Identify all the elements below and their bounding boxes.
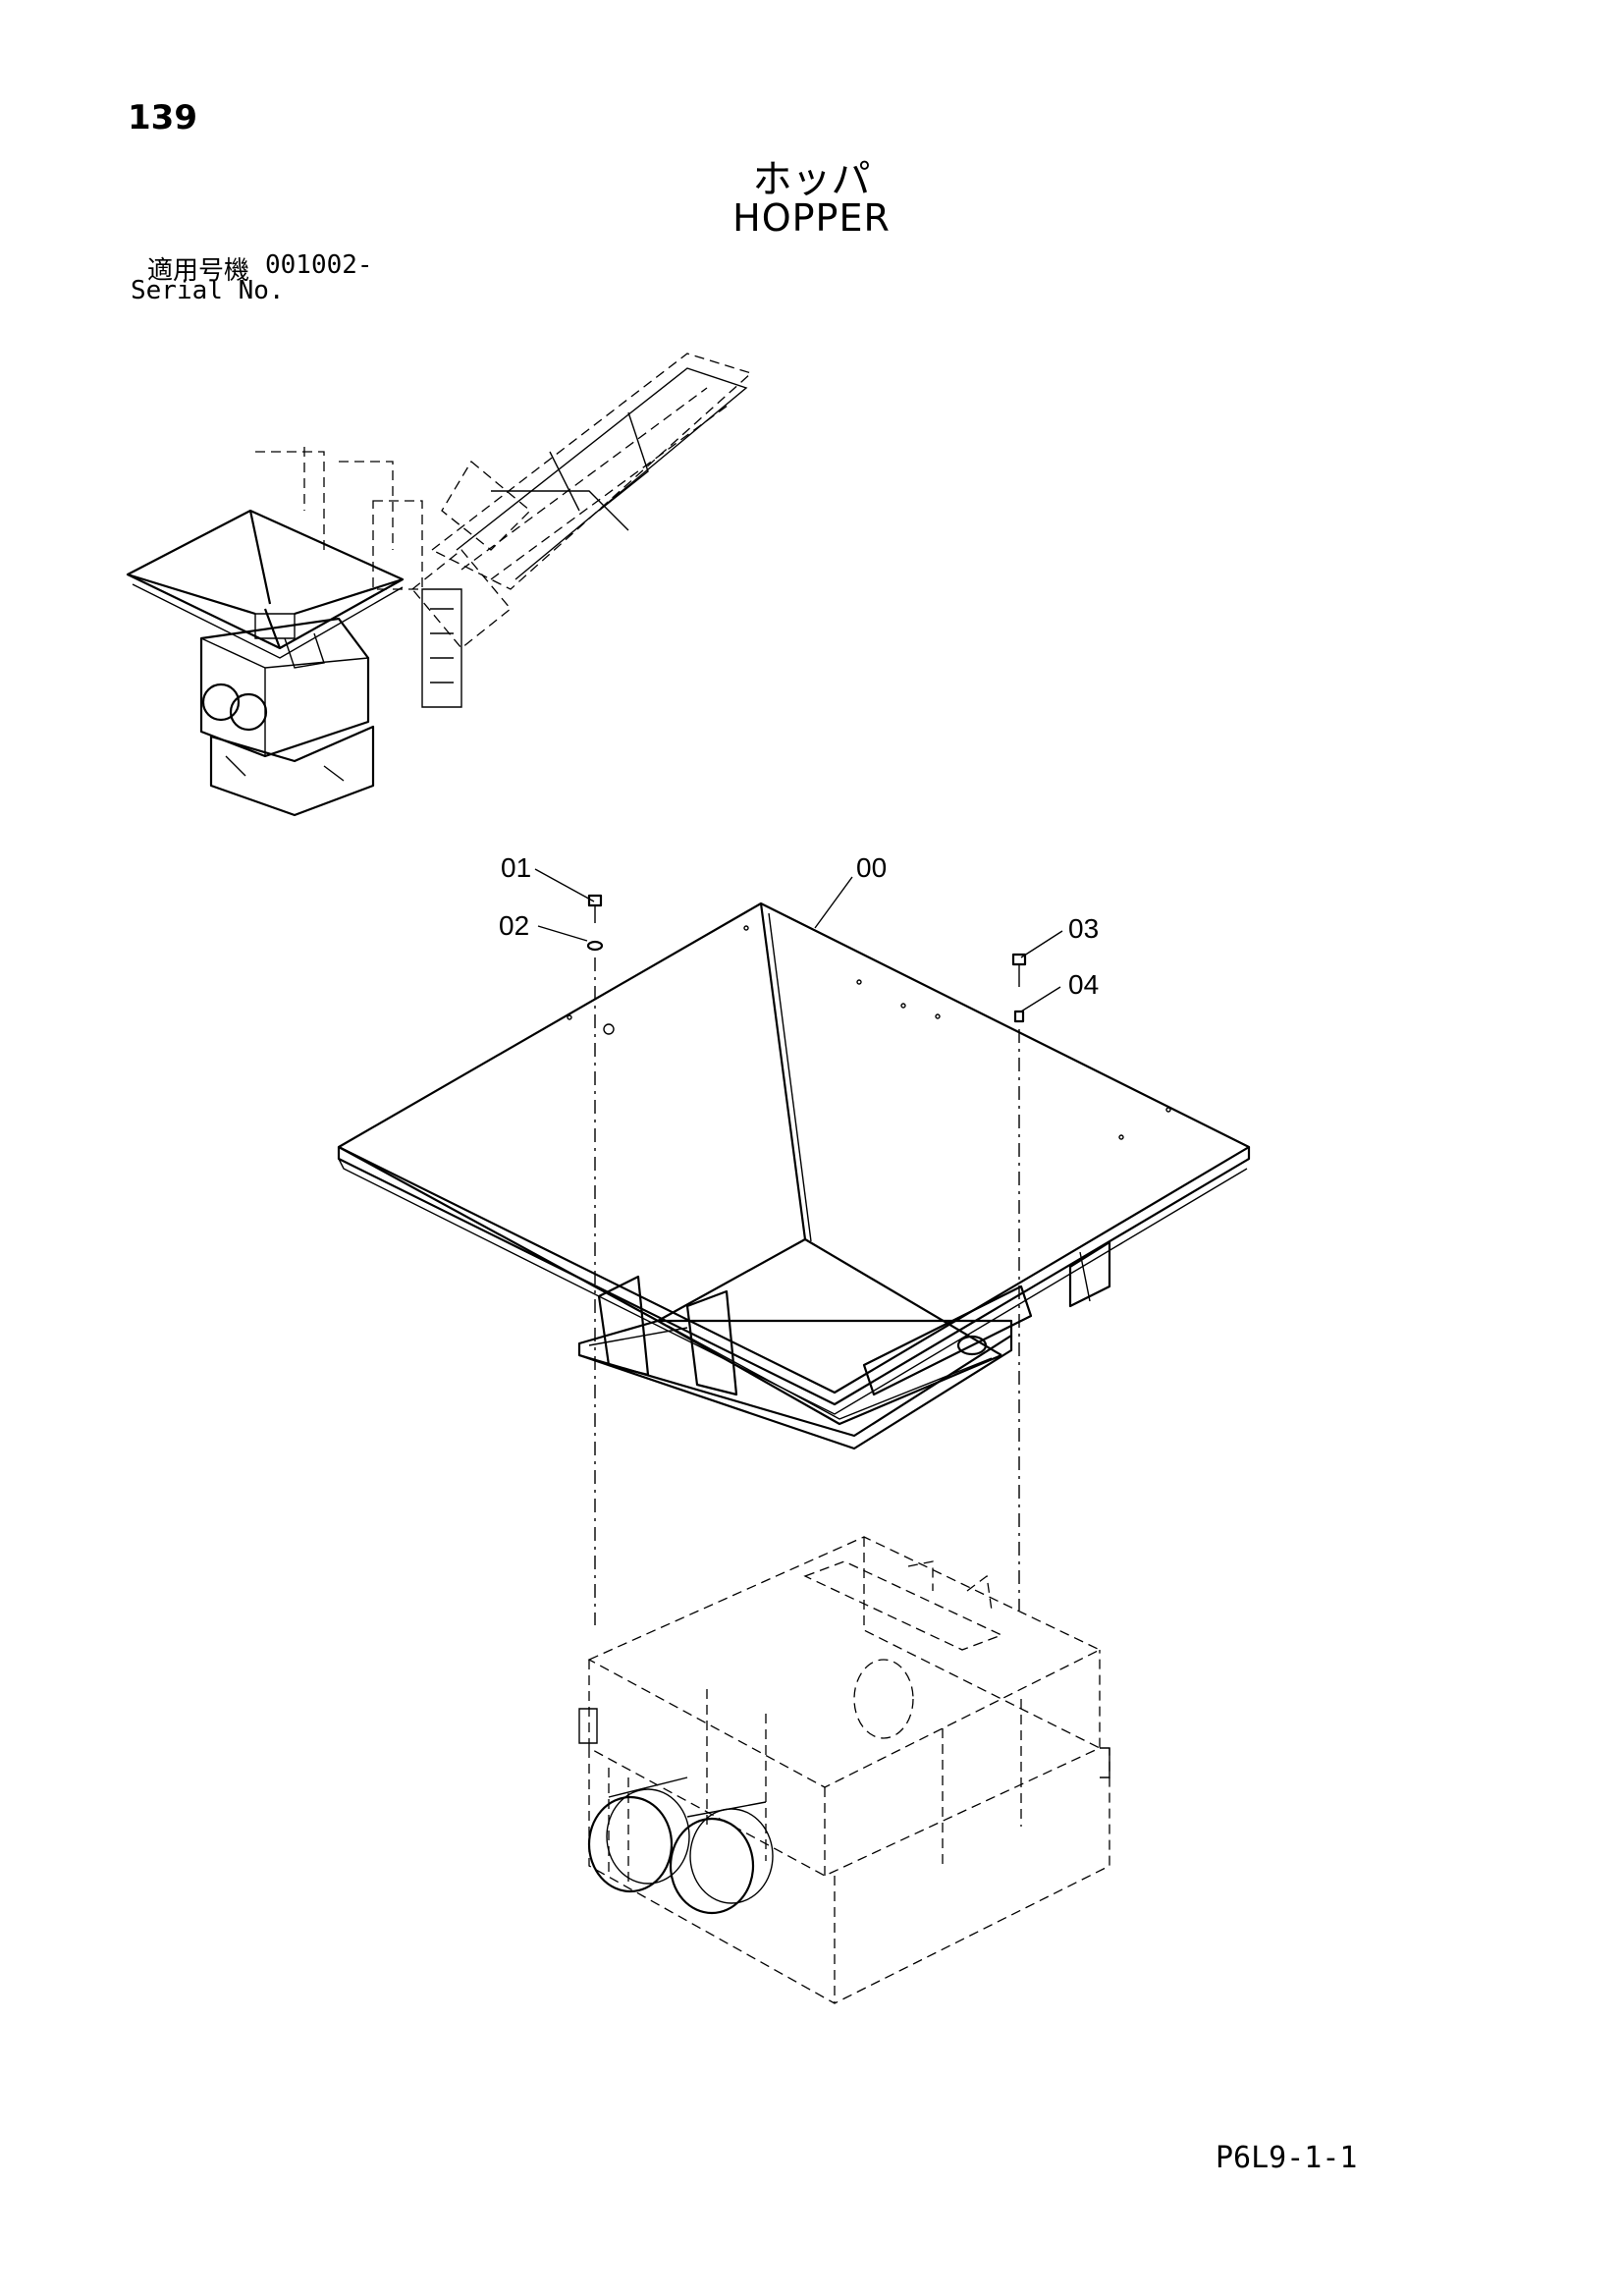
serial-label-en: Serial No.	[131, 276, 285, 305]
callout-leaders	[534, 868, 1063, 1012]
serial-range: 001002-	[265, 250, 373, 280]
callout-01: 01	[501, 852, 532, 883]
callout-02: 02	[499, 910, 530, 941]
washer-04	[1013, 1010, 1025, 1023]
drawing-code: P6L9-1-1	[1216, 2141, 1358, 2175]
bolt-01	[587, 894, 603, 923]
callout-00: 00	[856, 852, 888, 883]
bolt-03	[1011, 953, 1027, 987]
hopper-00	[337, 902, 1251, 1450]
page-number: 139	[128, 98, 197, 137]
crusher-body	[578, 1536, 1110, 2004]
serial-label-jp: 適用号機	[147, 256, 250, 286]
callout-04: 04	[1068, 969, 1100, 1000]
callout-03: 03	[1068, 913, 1100, 944]
support-frame	[255, 447, 462, 708]
washer-02	[586, 940, 604, 952]
conveyor-boom	[411, 353, 753, 649]
assembly-lines	[594, 957, 1020, 1625]
page-title-en: HOPPER	[732, 196, 891, 240]
crusher-body-small	[199, 617, 375, 817]
page-title-jp: ホッパ	[752, 157, 871, 202]
